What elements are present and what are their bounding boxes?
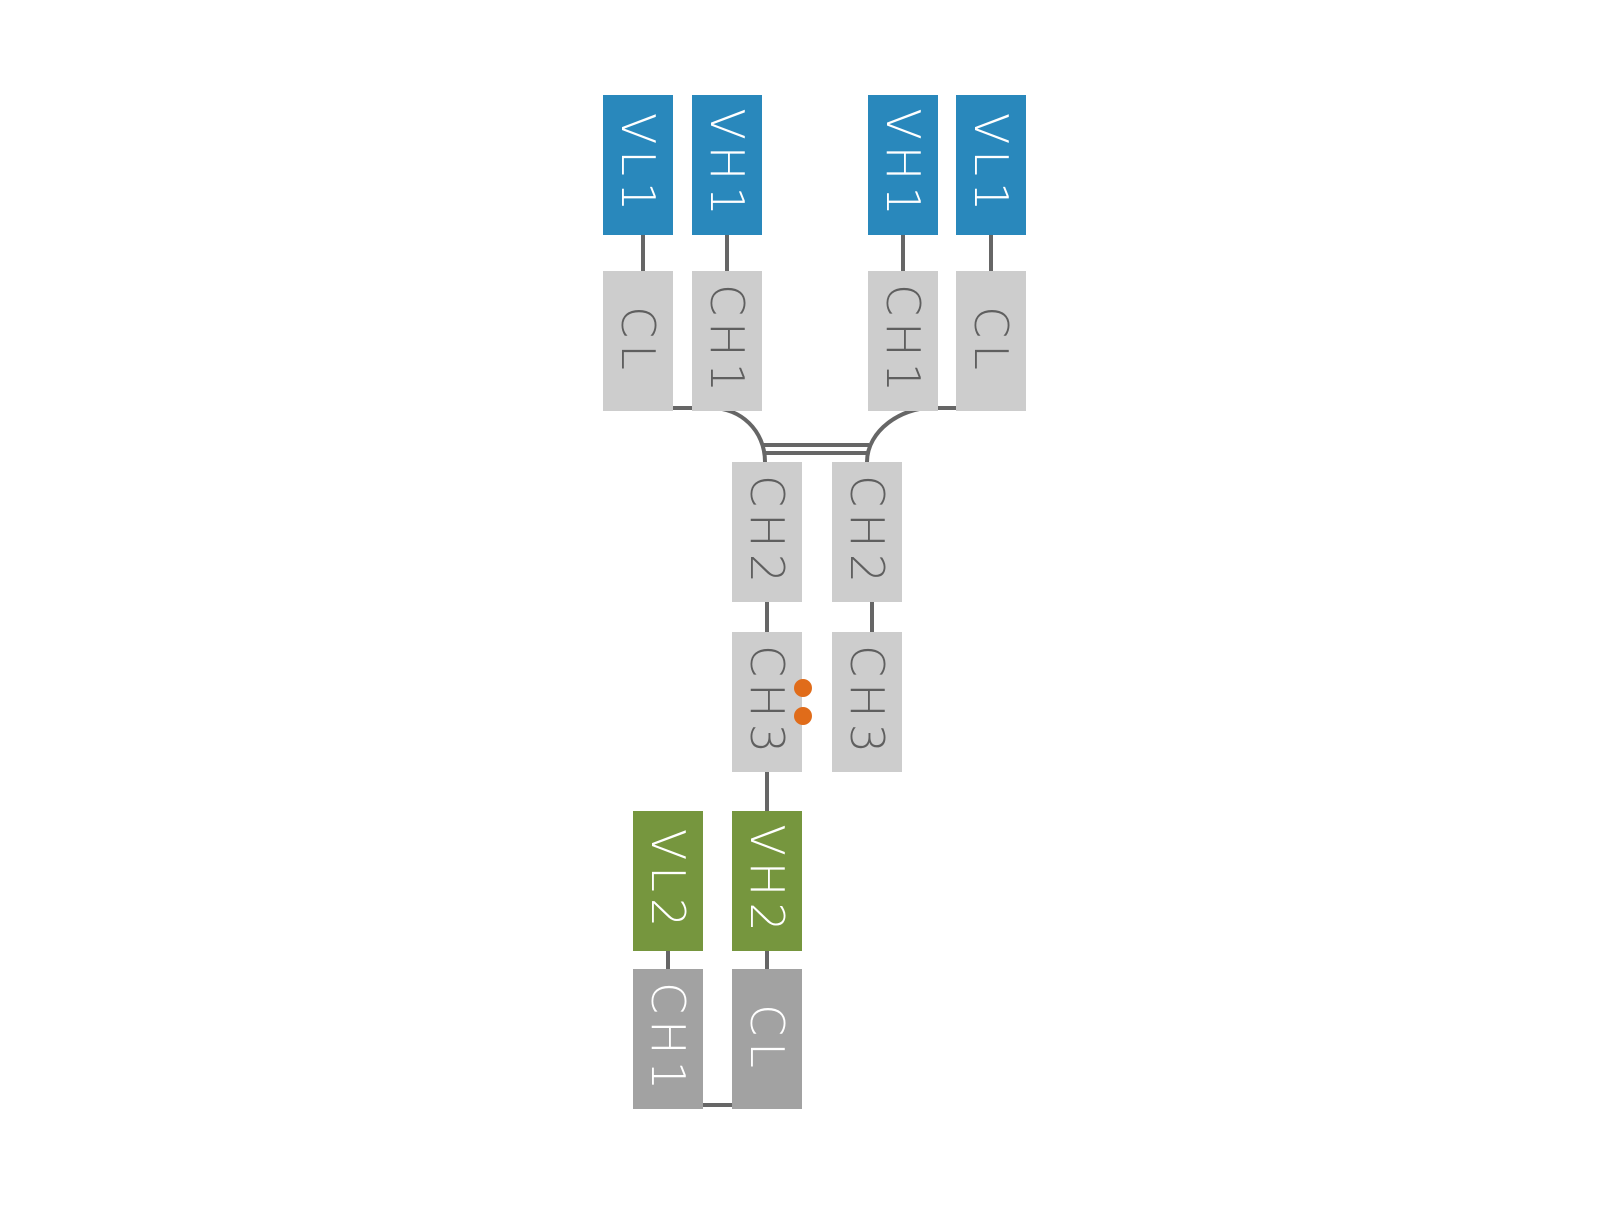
domain-ch1-right: CH1 (868, 271, 938, 411)
domain-cl-bottom: CL (732, 969, 802, 1109)
domain-label: CH1 (641, 982, 695, 1096)
domain-vh1-right: VH1 (868, 95, 938, 235)
mutation-marker (794, 707, 812, 725)
domain-label: CH3 (740, 645, 794, 759)
domain-ch3-right: CH3 (832, 632, 902, 772)
domain-vl2: VL2 (633, 811, 703, 951)
domain-label: CL (740, 1004, 794, 1074)
domain-label: VH1 (876, 108, 930, 222)
domain-ch1-left: CH1 (692, 271, 762, 411)
domain-label: VH1 (700, 108, 754, 222)
domain-label: VH2 (740, 824, 794, 938)
domain-label: CH2 (740, 475, 794, 589)
domain-vh2: VH2 (732, 811, 802, 951)
domain-ch2-right: CH2 (832, 462, 902, 602)
domain-label: VL1 (611, 112, 665, 218)
domain-label: VL2 (641, 828, 695, 934)
domain-vl1-right: VL1 (956, 95, 1026, 235)
domain-label: CH1 (876, 284, 930, 398)
domain-label: CH3 (840, 645, 894, 759)
domain-label: CL (964, 306, 1018, 376)
domain-vh1-left: VH1 (692, 95, 762, 235)
domain-vl1-left: VL1 (603, 95, 673, 235)
domain-label: CH2 (840, 475, 894, 589)
domain-cl-left: CL (603, 271, 673, 411)
domain-label: CL (611, 306, 665, 376)
domain-cl-right: CL (956, 271, 1026, 411)
domain-label: CH1 (700, 284, 754, 398)
domain-ch2-left: CH2 (732, 462, 802, 602)
domain-ch1-bottom: CH1 (633, 969, 703, 1109)
mutation-marker (794, 679, 812, 697)
domain-label: VL1 (964, 112, 1018, 218)
domain-ch3-left: CH3 (732, 632, 802, 772)
